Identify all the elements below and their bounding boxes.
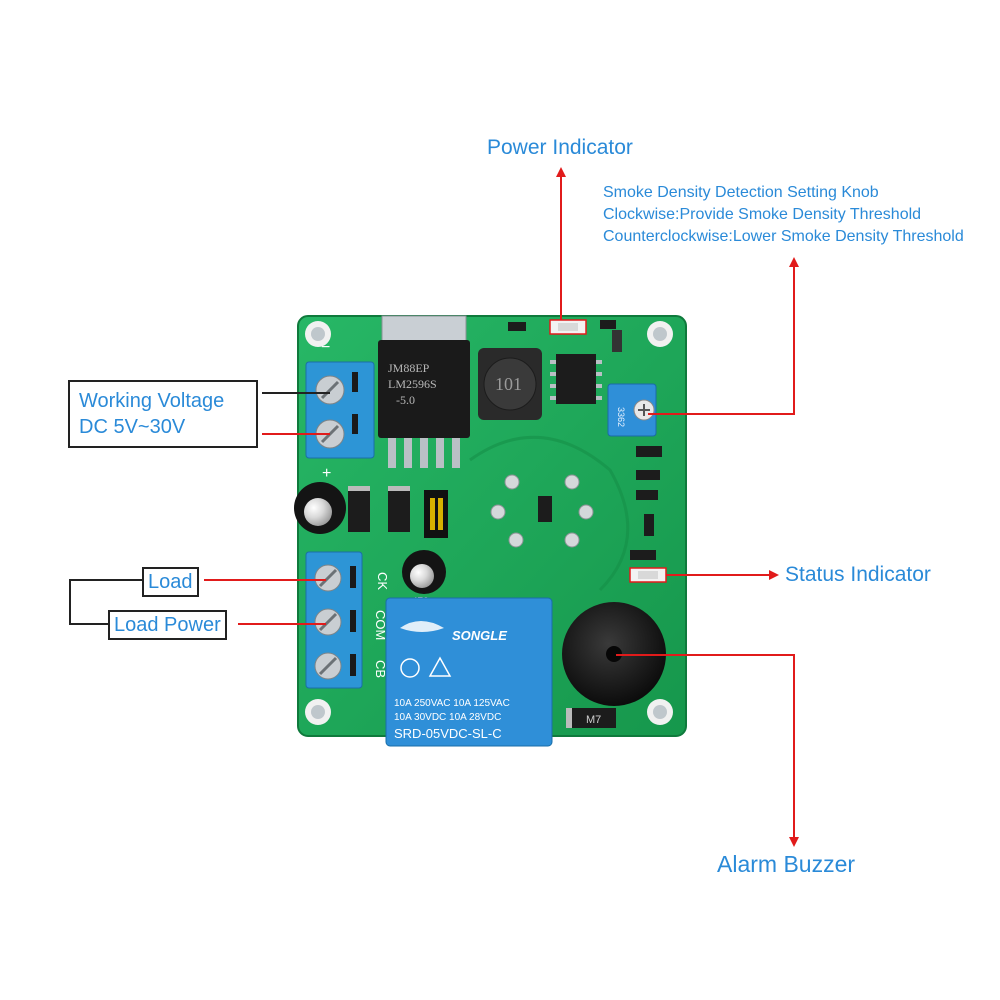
- working-voltage-box: Working Voltage DC 5V~30V: [68, 380, 258, 448]
- diode-d3: M7: [566, 708, 616, 728]
- mounting-hole-tl: [305, 321, 331, 347]
- mounting-hole-br: [647, 699, 673, 725]
- leaders-load: [69, 579, 326, 625]
- jumper-header: [424, 490, 448, 538]
- plus-sign: +: [322, 465, 331, 482]
- status-led: [629, 567, 667, 583]
- diode-text: M7: [586, 714, 601, 726]
- potentiometer-knob: 3362: [607, 383, 657, 437]
- alarm-buzzer-label: Alarm Buzzer: [717, 851, 856, 877]
- load-label: Load: [142, 567, 199, 597]
- load-power-label: Load Power: [108, 610, 227, 640]
- minus-sign: −: [321, 339, 330, 356]
- inductor: 101: [478, 348, 542, 420]
- voltage-regulator: JM88EP LM2596S -5.0: [378, 315, 470, 468]
- sensor-pads: [490, 474, 594, 548]
- arrow-alarm-buzzer: [616, 654, 799, 847]
- regulator-text-1: JM88EP: [388, 361, 430, 375]
- smd-components: [508, 320, 662, 560]
- knob-title: Smoke Density Detection Setting Knob: [603, 184, 879, 201]
- leaders-working-voltage: [262, 392, 330, 435]
- terminal-ck: CK: [375, 572, 390, 590]
- pot-text: 3362: [616, 407, 626, 427]
- relay-rating-1: 10A 250VAC 10A 125VAC: [394, 698, 510, 709]
- relay: SONGLE 10A 250VAC 10A 125VAC 10A 30VDC 1…: [385, 597, 553, 747]
- arrow-knob: [648, 257, 799, 415]
- status-indicator-label: Status Indicator: [785, 563, 931, 586]
- knob-counterclockwise: Counterclockwise:Lower Smoke Density Thr…: [603, 228, 964, 245]
- capacitor-large: [294, 482, 346, 534]
- inductor-text: 101: [495, 374, 522, 394]
- terminal-com: COM: [373, 610, 388, 640]
- comparator-chip: [550, 354, 602, 404]
- working-voltage-line2: DC 5V~30V: [79, 416, 186, 438]
- buzzer: [562, 602, 666, 706]
- regulator-text-3: -5.0: [396, 393, 415, 407]
- relay-terminal-block: CK COM CB: [305, 551, 390, 689]
- relay-brand: SONGLE: [452, 628, 507, 643]
- relay-model: SRD-05VDC-SL-C: [394, 726, 502, 741]
- terminal-cb: CB: [373, 660, 388, 678]
- working-voltage-line1: Working Voltage: [79, 390, 225, 412]
- relay-rating-2: 10A 30VDC 10A 28VDC: [394, 712, 501, 723]
- diode-d2: [388, 486, 410, 532]
- mounting-hole-tr: [647, 321, 673, 347]
- regulator-text-2: LM2596S: [388, 377, 437, 391]
- power-led: [549, 319, 587, 335]
- knob-annotation: Smoke Density Detection Setting Knob Clo…: [603, 182, 964, 248]
- knob-clockwise: Clockwise:Provide Smoke Density Threshol…: [603, 206, 922, 223]
- diode-d1: [348, 486, 370, 532]
- power-indicator-label: Power Indicator: [487, 136, 633, 159]
- mounting-hole-bl: [305, 699, 331, 725]
